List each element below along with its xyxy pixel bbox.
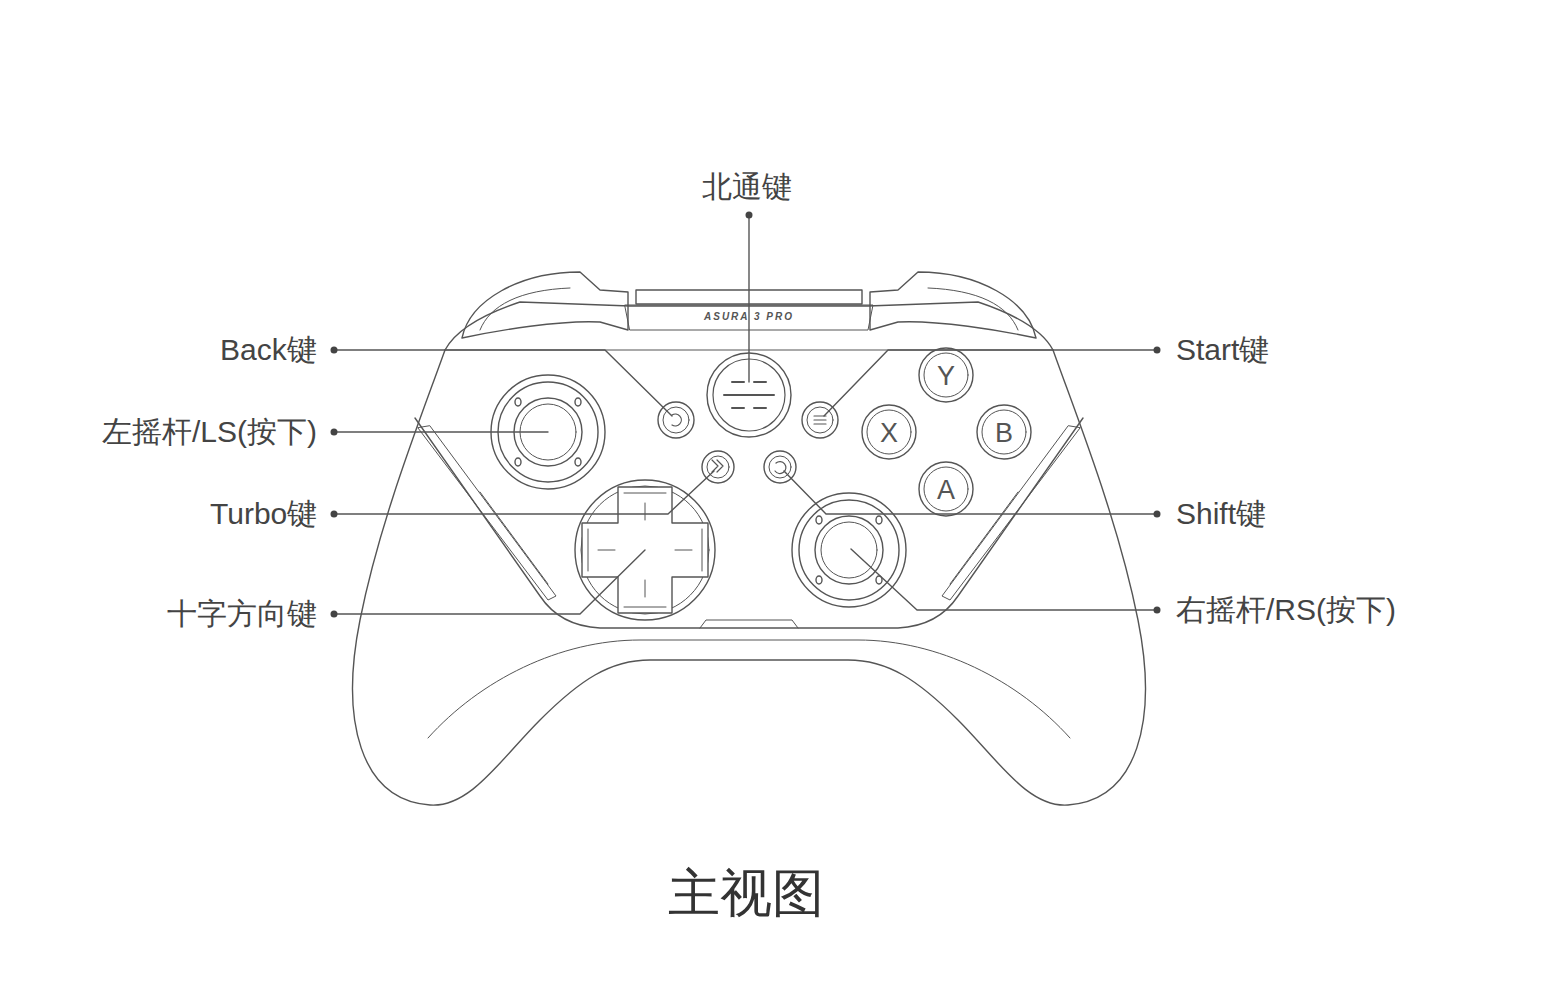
figure-caption: 主视图 [668,862,824,924]
leader-lines [851,549,1157,610]
button-letter: A [937,477,955,504]
callout-label: Back键 [220,332,317,368]
leader-dots [1154,607,1161,614]
right-stick [799,500,899,600]
leader-lines [784,471,1157,514]
face-buttons [924,467,968,511]
button-letter: B [995,420,1013,447]
leader-lines [334,350,672,416]
leader-lines [748,215,749,382]
small-buttons [672,414,681,426]
face-buttons [867,410,911,454]
right-stick [816,576,822,584]
leader-dots [331,429,338,436]
left-stick [515,398,521,406]
left-stick [515,458,521,466]
controller-body [428,640,1070,738]
bumpers [480,288,570,330]
small-buttons [658,402,838,483]
face-buttons [924,353,968,397]
leader-dots [331,212,1161,618]
leader-dots [1154,511,1161,518]
right-stick [792,493,906,607]
side-trims [418,426,1080,600]
button-letter: Y [937,363,955,390]
callout-label: 左摇杆/LS(按下) [102,414,317,450]
side-trims [480,492,548,584]
leader-dots [746,212,753,219]
face-buttons [862,405,916,459]
home-button [724,382,774,408]
callout-label: Turbo键 [210,496,317,532]
leader-dots [1154,347,1161,354]
callout-label: Shift键 [1176,496,1266,532]
button-letter: X [880,420,898,447]
small-buttons [712,460,723,472]
leader-lines [334,550,645,614]
callout-label: 右摇杆/RS(按下) [1176,592,1396,628]
bumpers [462,272,628,338]
leader-dots [331,611,338,618]
face-buttons [982,410,1026,454]
right-stick [821,522,877,578]
right-stick [815,516,883,584]
leader-dots [331,347,338,354]
callout-label: 北通键 [702,169,792,205]
callout-label: 十字方向键 [167,596,317,632]
left-stick [575,398,581,406]
leader-lines [334,215,1157,614]
callout-label: Start键 [1176,332,1269,368]
brand-logo: ASURA 3 PRO [704,312,794,322]
face-buttons [919,462,973,516]
bumpers [928,288,1018,330]
small-buttons [814,416,826,424]
left-stick [575,458,581,466]
leader-lines [334,431,548,432]
controller-body [700,620,798,628]
bumpers [870,272,1036,338]
leader-lines [824,350,1157,416]
face-buttons [862,348,1031,516]
controller-body [353,350,1146,805]
leader-dots [331,511,338,518]
side-trims [418,426,556,600]
right-stick [876,516,882,524]
side-trims [942,426,1080,600]
leader-lines [334,471,714,514]
face-buttons [919,348,973,402]
face-buttons [977,405,1031,459]
right-stick [816,516,822,524]
right-stick [792,493,906,607]
